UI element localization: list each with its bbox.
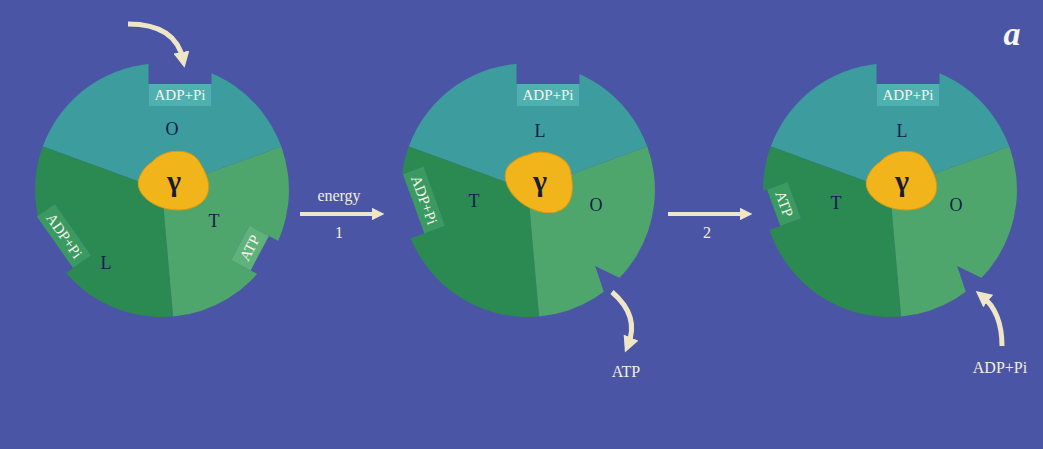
step-arrow: [668, 212, 746, 216]
site-state: T: [209, 212, 220, 232]
gamma-subunit: γ: [860, 146, 944, 218]
gamma-shape: [138, 151, 208, 210]
gamma-subunit: γ: [132, 146, 216, 218]
bound-nucleotide: ADP+Pi: [883, 87, 934, 104]
binding-pocket: [517, 84, 580, 106]
site-state: T: [469, 192, 480, 212]
binding-pocket: [149, 84, 212, 106]
subunit-label: γ: [533, 164, 547, 197]
site-state: O: [166, 120, 179, 140]
subunit-label: γ: [895, 164, 909, 197]
panel-letter: a: [1004, 15, 1021, 52]
site-state: L: [535, 122, 546, 142]
step-number: 1: [335, 224, 343, 242]
binding-pocket: [403, 167, 445, 234]
binding-pocket: [231, 226, 269, 271]
binding-pocket: [877, 84, 940, 106]
site-state: O: [950, 196, 963, 216]
subunit-label: γ: [167, 164, 181, 197]
product-label: ATP: [612, 363, 640, 381]
site-state: T: [831, 194, 842, 214]
release-arrow: [612, 292, 632, 345]
gamma-subunit: γ: [498, 146, 582, 218]
step-number: 2: [703, 224, 711, 242]
site-state: O: [590, 196, 603, 216]
substrate-arrow: [982, 296, 1002, 346]
step-arrow: [300, 212, 378, 216]
site-state: L: [897, 122, 908, 142]
substrate-label: ADP+Pi: [973, 359, 1027, 377]
bound-nucleotide: ADP+Pi: [523, 87, 574, 104]
site-state: L: [101, 254, 112, 274]
bound-nucleotide: ADP+Pi: [155, 87, 206, 104]
gamma-shape: [496, 140, 583, 221]
step-label: energy: [317, 187, 360, 205]
substrate-arrow: [128, 24, 183, 60]
gamma-shape: [866, 151, 936, 210]
binding-pocket: [37, 204, 91, 268]
binding-pocket: [767, 182, 801, 226]
